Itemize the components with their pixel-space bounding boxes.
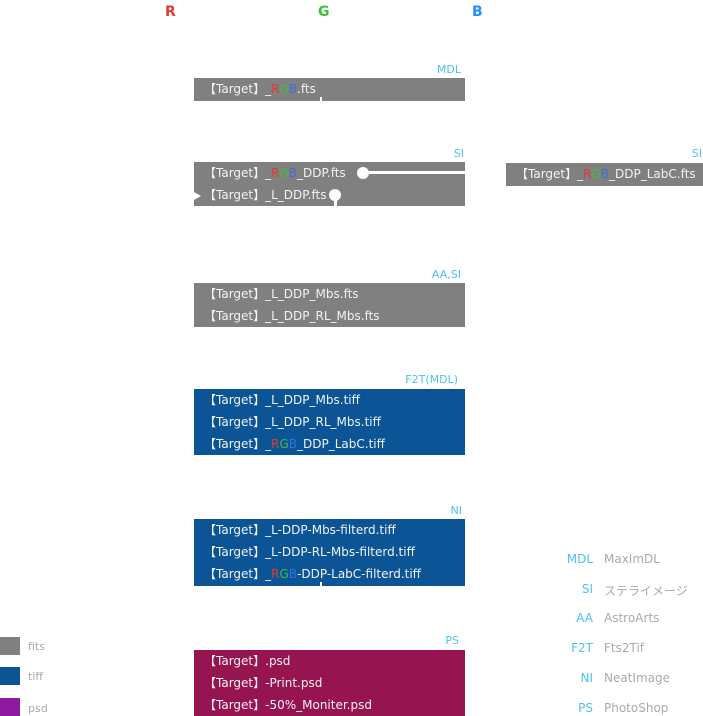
step-f2t-file: 【Target】_L_DDP_Mbs.tiff [204, 393, 360, 407]
step-ps-file: 【Target】-50%_Moniter.psd [204, 698, 372, 712]
step-mdl-file: 【Target】_RGB.fts [204, 82, 316, 96]
abbr-key: SI [581, 582, 593, 596]
channel-r-label: R [165, 4, 176, 20]
connector-node [357, 167, 369, 179]
abbr-key: PS [578, 701, 593, 715]
legend-tiff-swatch [0, 667, 20, 685]
step-si-file-rgb: 【Target】_RGB_DDP.fts [204, 166, 346, 180]
connector-line [366, 171, 465, 174]
step-ni-file-rgb: 【Target】_RGB-DDP-LabC-filterd.tiff [204, 567, 421, 581]
legend-fits-swatch [0, 637, 20, 655]
input-arrow-icon [194, 192, 201, 200]
legend-psd-label: psd [28, 702, 48, 715]
step-si-file-l: 【Target】_L_DDP.fts [204, 188, 327, 202]
abbr-name: AstroArts [604, 611, 660, 625]
step-ni-file: 【Target】_L-DDP-Mbs-filterd.tiff [204, 523, 396, 537]
step-f2t-tool-label: F2T(MDL) [405, 373, 458, 386]
legend-fits-label: fits [28, 640, 45, 653]
step-f2t-file-rgb: 【Target】_RGB_DDP_LabC.tiff [204, 437, 385, 451]
step-ps-tool-label: PS [445, 634, 459, 647]
step-si-right-box: 【Target】_RGB_DDP_LabC.fts [506, 163, 703, 186]
step-mdl-tool-label: MDL [436, 63, 461, 76]
abbr-name: MaxImDL [604, 552, 660, 566]
connector-node [329, 189, 341, 201]
connector-line [334, 196, 337, 206]
step-si-right-file: 【Target】_RGB_DDP_LabC.fts [516, 167, 696, 181]
channel-g-label: G [318, 4, 330, 20]
legend-psd-swatch [0, 698, 20, 716]
abbr-name: ステライメージ [604, 584, 688, 598]
step-si-box: 【Target】_RGB_DDP.fts 【Target】_L_DDP.fts [194, 162, 465, 206]
abbr-name: Fts2Tif [604, 641, 645, 655]
step-ni-box: 【Target】_L-DDP-Mbs-filterd.tiff 【Target】… [194, 519, 465, 586]
legend-tiff-label: tiff [28, 670, 43, 683]
step-ni-file: 【Target】_L-DDP-RL-Mbs-filterd.tiff [204, 545, 415, 559]
step-aasi-tool-label: AA,SI [431, 268, 461, 281]
abbr-key: NI [580, 671, 593, 685]
step-ps-file: 【Target】-Print.psd [204, 676, 323, 690]
connector-line [320, 582, 322, 586]
step-f2t-file: 【Target】_L_DDP_RL_Mbs.tiff [204, 415, 381, 429]
step-aasi-box: 【Target】_L_DDP_Mbs.fts 【Target】_L_DDP_RL… [194, 283, 465, 327]
step-si-tool-label: SI [453, 147, 464, 160]
abbr-name: PhotoShop [604, 701, 669, 715]
step-ps-file: 【Target】.psd [204, 654, 291, 668]
step-si-right-tool-label: SI [691, 147, 702, 160]
abbr-key: MDL [566, 552, 593, 566]
connector-line [320, 97, 322, 101]
step-f2t-box: 【Target】_L_DDP_Mbs.tiff 【Target】_L_DDP_R… [194, 389, 465, 455]
step-ps-box: 【Target】.psd 【Target】-Print.psd 【Target】… [194, 650, 465, 716]
step-aasi-file: 【Target】_L_DDP_Mbs.fts [204, 287, 359, 301]
step-ni-tool-label: NI [450, 504, 462, 517]
abbr-name: NeatImage [604, 671, 670, 685]
abbr-key: F2T [571, 641, 593, 655]
channel-b-label: B [472, 4, 483, 20]
step-mdl-box: 【Target】_RGB.fts [194, 78, 465, 101]
step-aasi-file: 【Target】_L_DDP_RL_Mbs.fts [204, 309, 380, 323]
abbr-key: AA [576, 611, 593, 625]
